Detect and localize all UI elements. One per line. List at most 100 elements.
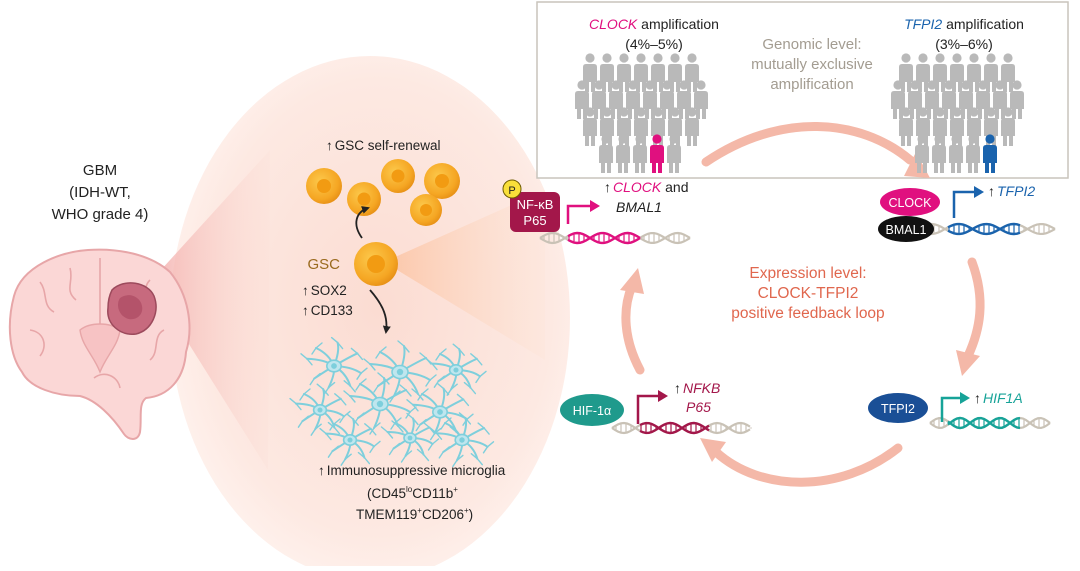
person-head xyxy=(985,134,995,144)
person-head xyxy=(969,107,979,117)
dna-gene-strand xyxy=(947,416,1021,430)
person-leg xyxy=(668,108,672,119)
person-leg xyxy=(957,162,961,173)
microglia-nucleus xyxy=(407,435,413,441)
person-icon xyxy=(899,53,913,92)
person-icon xyxy=(609,80,623,119)
person-leg xyxy=(608,81,612,92)
person-leg xyxy=(901,81,905,92)
person-head xyxy=(636,107,646,117)
microglia-branch xyxy=(343,390,356,403)
microglia-cell xyxy=(429,412,495,468)
microglia-branch xyxy=(425,374,437,387)
person-leg xyxy=(702,108,706,119)
microglia-branch xyxy=(433,375,446,388)
microglia-branch xyxy=(400,450,413,463)
person-head xyxy=(602,107,612,117)
cycle-arrowhead-left xyxy=(620,268,644,294)
person-icon xyxy=(984,53,998,92)
person-head xyxy=(687,107,697,117)
brain-illustration xyxy=(8,248,191,440)
person-leg xyxy=(974,162,978,173)
microglia-branch xyxy=(334,393,347,406)
person-leg xyxy=(923,162,927,173)
person-body xyxy=(575,91,589,109)
person-body xyxy=(668,64,682,82)
bmal1-protein xyxy=(878,216,934,242)
person-leg xyxy=(591,81,595,92)
person-head xyxy=(935,107,945,117)
microglia-branch xyxy=(377,372,390,385)
cd133-label: ↑CD133 xyxy=(302,303,353,318)
microglia-branch xyxy=(435,348,447,361)
person-head xyxy=(636,53,646,63)
microglia-branch xyxy=(316,383,329,396)
microglia-branch xyxy=(482,441,495,454)
dna-helix xyxy=(611,421,752,435)
microglia-branch xyxy=(406,412,419,426)
person-leg xyxy=(916,108,920,119)
person-leg xyxy=(585,81,589,92)
person-body xyxy=(993,91,1007,109)
person-leg xyxy=(611,108,615,119)
person-body xyxy=(942,91,956,109)
person-head xyxy=(901,107,911,117)
person-icon xyxy=(685,107,699,146)
person-icon xyxy=(650,134,664,173)
dna-helix xyxy=(539,231,691,245)
person-head xyxy=(670,107,680,117)
microglia-branch xyxy=(397,340,410,353)
person-leg xyxy=(941,81,945,92)
person-leg xyxy=(670,81,674,92)
person-icon xyxy=(600,53,614,92)
microglia-branch xyxy=(364,423,377,436)
person-body xyxy=(933,64,947,82)
person-head xyxy=(652,134,662,144)
microglia-branch xyxy=(340,453,352,466)
person-body xyxy=(949,145,963,163)
dna-gene-strand xyxy=(567,231,641,245)
person-leg xyxy=(624,162,628,173)
person-leg xyxy=(669,162,673,173)
person-icon xyxy=(592,80,606,119)
person-leg xyxy=(934,162,938,173)
person-leg xyxy=(693,81,697,92)
microglia-branch xyxy=(299,388,311,401)
microglia-phenotype-line1: (CD45loCD11b+ xyxy=(367,485,458,501)
person-head xyxy=(910,80,920,90)
microglia-branch xyxy=(390,417,402,430)
clock-promoter-arrow xyxy=(566,204,592,224)
person-body xyxy=(916,64,930,82)
person-body xyxy=(677,91,691,109)
cycle-arrow-top xyxy=(701,122,915,167)
person-leg xyxy=(893,108,897,119)
person-head xyxy=(585,107,595,117)
person-leg xyxy=(602,81,606,92)
sox2-label: ↑SOX2 xyxy=(302,283,347,298)
clock-protein xyxy=(880,188,940,216)
dna-gene-strand xyxy=(947,222,1021,236)
person-head xyxy=(978,80,988,90)
microglia-branch xyxy=(297,415,310,428)
person-body xyxy=(950,118,964,136)
microglia-branch xyxy=(357,451,371,465)
clock-population xyxy=(575,53,708,173)
person-body xyxy=(685,64,699,82)
microglia-label: ↑Immunosuppressive microglia xyxy=(318,463,506,478)
nfkb-label-line2: P65 xyxy=(523,213,546,228)
person-head xyxy=(995,80,1005,90)
microglia-nucleus xyxy=(331,363,337,369)
person-icon xyxy=(942,80,956,119)
person-body xyxy=(984,118,998,136)
feedback-cycle xyxy=(621,122,985,487)
person-leg xyxy=(662,108,666,119)
person-icon xyxy=(617,53,631,92)
expression-level-line3: positive feedback loop xyxy=(731,305,884,322)
person-icon xyxy=(643,80,657,119)
person-icon xyxy=(575,80,589,119)
person-leg xyxy=(935,81,939,92)
person-head xyxy=(952,107,962,117)
microglia-branch xyxy=(475,370,487,384)
person-leg xyxy=(651,108,655,119)
clock-bmal-gene-line2: BMAL1 xyxy=(616,199,662,215)
